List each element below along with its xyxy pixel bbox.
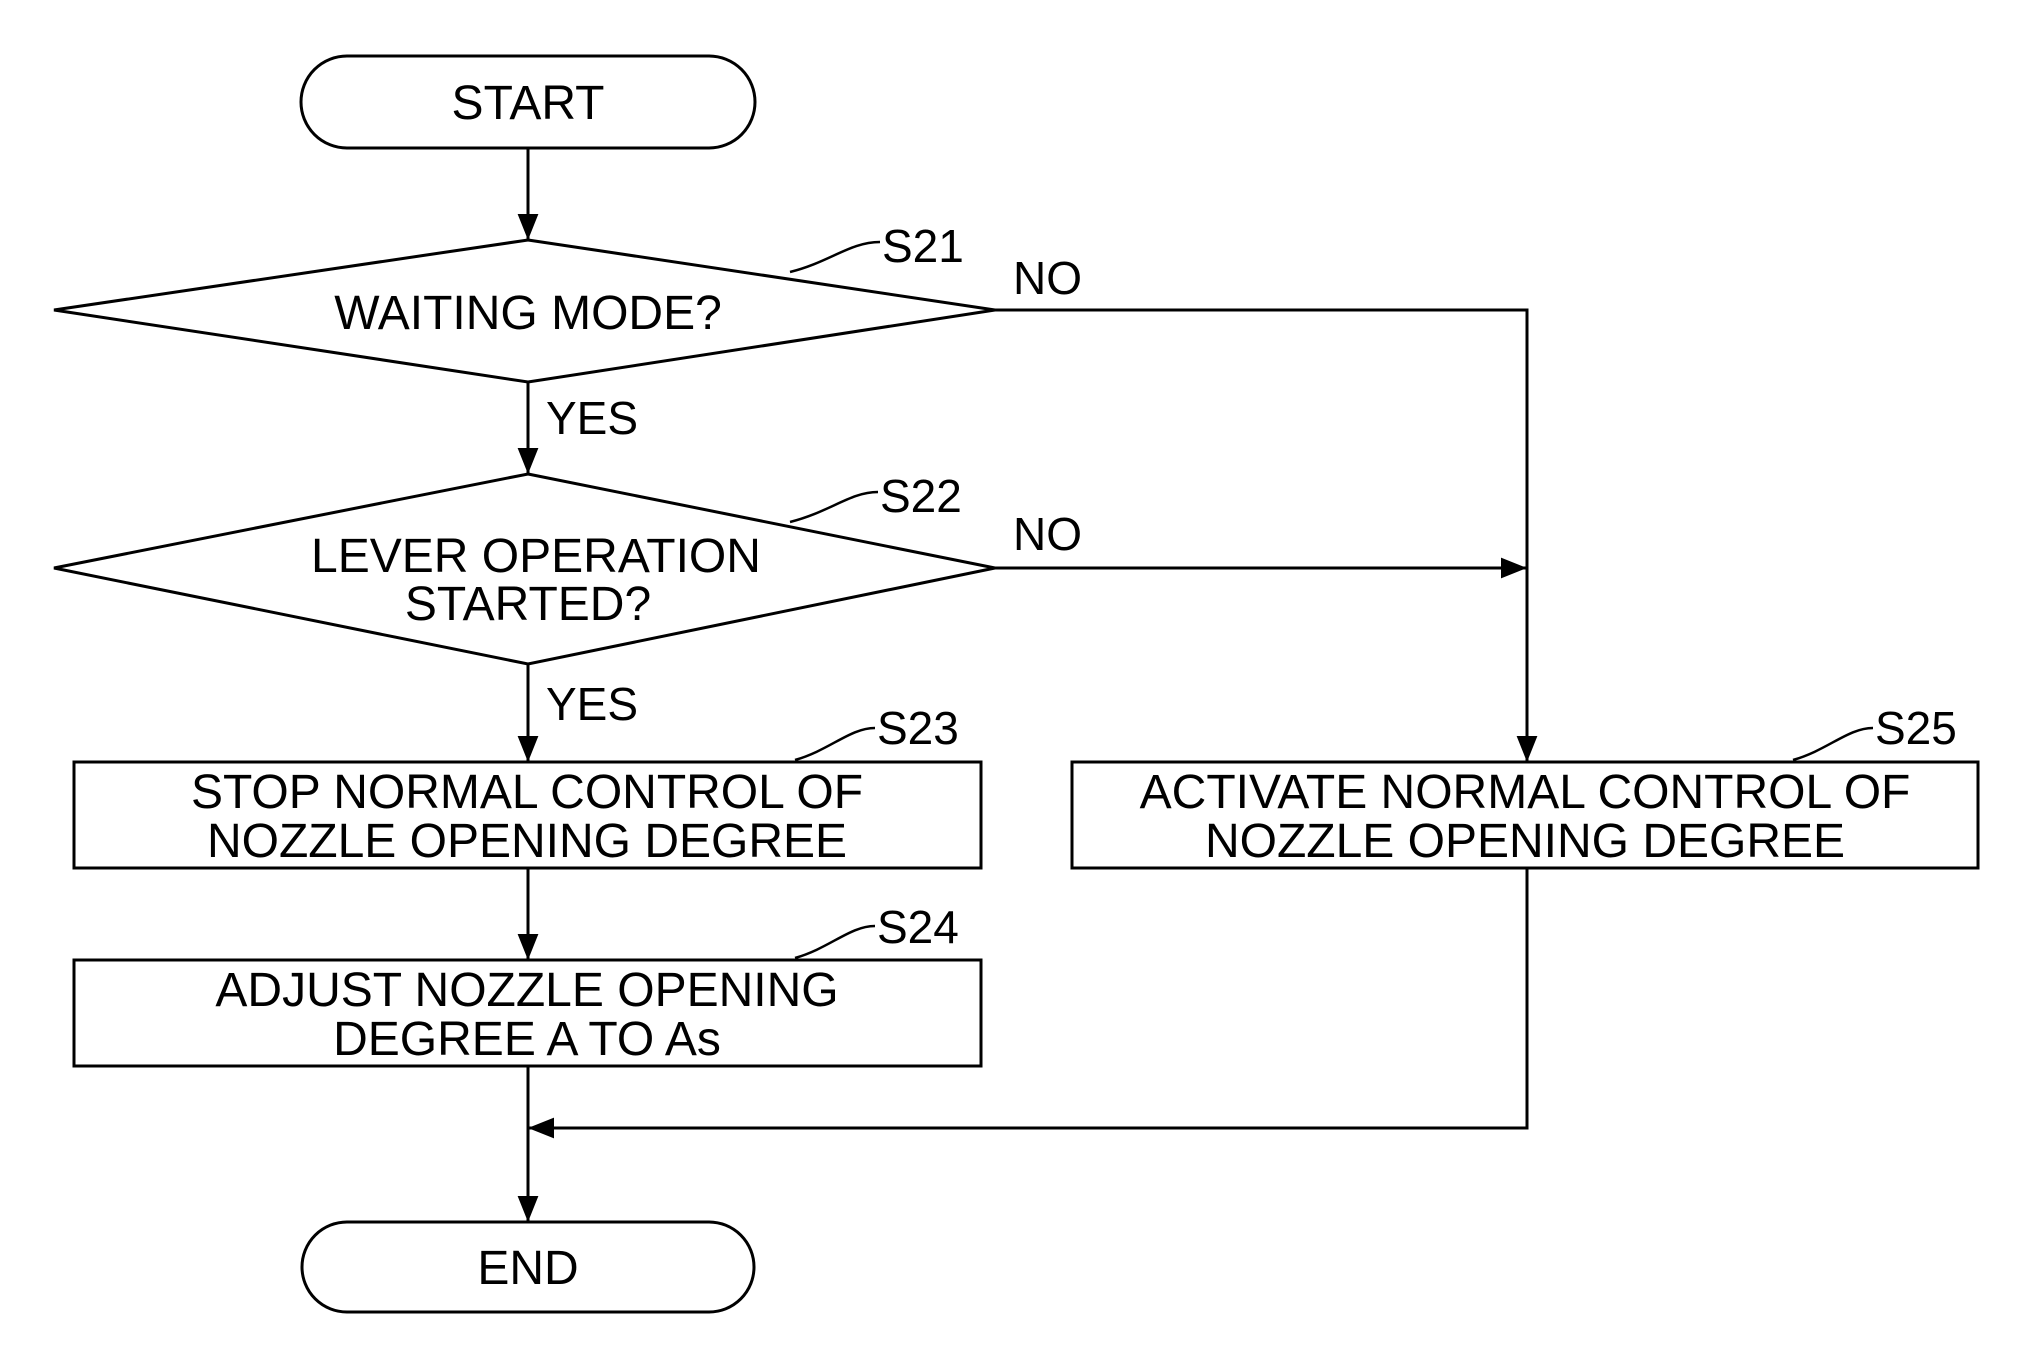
end-terminator: END [302, 1222, 754, 1312]
step-label-s25: S25 [1875, 702, 1957, 754]
decision-s22-line2: STARTED? [405, 578, 651, 631]
leader-s23 [795, 728, 875, 760]
leader-s24 [795, 926, 875, 958]
end-label: END [477, 1242, 578, 1295]
process-s25: ACTIVATE NORMAL CONTROL OF NOZZLE OPENIN… [1072, 762, 1978, 868]
leader-s21 [790, 242, 880, 272]
s22-no-label: NO [1013, 508, 1082, 560]
step-label-s23: S23 [877, 702, 959, 754]
step-label-s24: S24 [877, 901, 959, 953]
process-s24-line1: ADJUST NOZZLE OPENING [215, 964, 838, 1017]
step-label-s22: S22 [880, 470, 962, 522]
process-s23: STOP NORMAL CONTROL OF NOZZLE OPENING DE… [74, 762, 981, 868]
decision-s21: WAITING MODE? [54, 240, 995, 382]
process-s23-line1: STOP NORMAL CONTROL OF [191, 766, 863, 819]
process-s25-line1: ACTIVATE NORMAL CONTROL OF [1140, 766, 1911, 819]
step-label-s21: S21 [882, 220, 964, 272]
process-s24: ADJUST NOZZLE OPENING DEGREE A TO As [74, 960, 981, 1066]
leader-s22 [790, 492, 878, 522]
leader-s25 [1793, 728, 1873, 760]
decision-s21-question: WAITING MODE? [334, 287, 722, 340]
decision-s22: LEVER OPERATION STARTED? [54, 474, 995, 664]
process-s23-line2: NOZZLE OPENING DEGREE [207, 815, 847, 868]
start-terminator: START [301, 56, 755, 148]
s21-yes-label: YES [546, 392, 638, 444]
process-s24-line2: DEGREE A TO As [333, 1013, 721, 1066]
s22-yes-label: YES [546, 678, 638, 730]
start-label: START [452, 77, 605, 130]
decision-s22-line1: LEVER OPERATION [311, 530, 761, 583]
s21-no-label: NO [1013, 252, 1082, 304]
process-s25-line2: NOZZLE OPENING DEGREE [1205, 815, 1845, 868]
